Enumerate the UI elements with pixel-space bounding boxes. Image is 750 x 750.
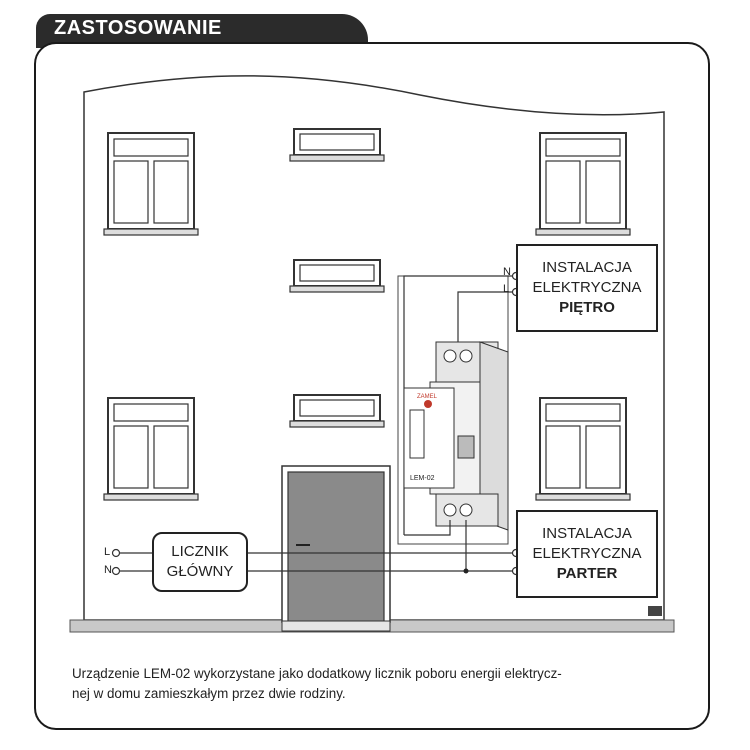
meter-l-label: L [104,546,111,558]
upper-installation-box: INSTALACJA ELEKTRYCZNA PIĘTRO [516,244,658,332]
door [281,465,391,632]
upper-n-label: N [503,266,511,278]
wiring-ground [120,520,516,572]
window-upper-left [103,132,199,236]
main-meter-line1: LICZNIK [171,543,229,560]
upper-l-label: L [503,283,510,295]
upper-installation-line1: INSTALACJA [542,259,632,276]
device-brand: ZAMEL [417,394,438,400]
corner-logo [648,606,662,616]
window-upper-right [535,132,631,236]
upper-installation-line2: ELEKTRYCZNA [532,279,642,296]
main-meter-line2: GŁÓWNY [166,563,234,580]
upper-installation-line3: PIĘTRO [559,299,615,316]
caption-line1: Urządzenie LEM-02 wykorzystane jako doda… [72,666,562,681]
ground-installation-box: INSTALACJA ELEKTRYCZNA PARTER [516,510,658,598]
meter-n-label: N [104,564,112,576]
device-model: LEM-02 [410,475,435,482]
window-small-top [289,128,385,162]
window-lower-right [535,397,631,501]
main-meter-box: LICZNIK GŁÓWNY [152,532,248,592]
ground-installation-line2: ELEKTRYCZNA [532,545,642,562]
section-title: ZASTOSOWANIE [54,17,222,39]
caption-line2: nej w domu zamieszkałym przez dwie rodzi… [72,686,346,701]
ground-installation-line1: INSTALACJA [542,525,632,542]
window-lower-left [103,397,199,501]
window-small-middle [289,259,385,293]
building-outline [83,75,665,621]
lem02-meter [403,341,509,531]
window-small-lower [289,394,385,428]
caption: Urządzenie LEM-02 wykorzystane jako doda… [72,664,684,704]
ground-installation-line3: PARTER [556,565,618,582]
